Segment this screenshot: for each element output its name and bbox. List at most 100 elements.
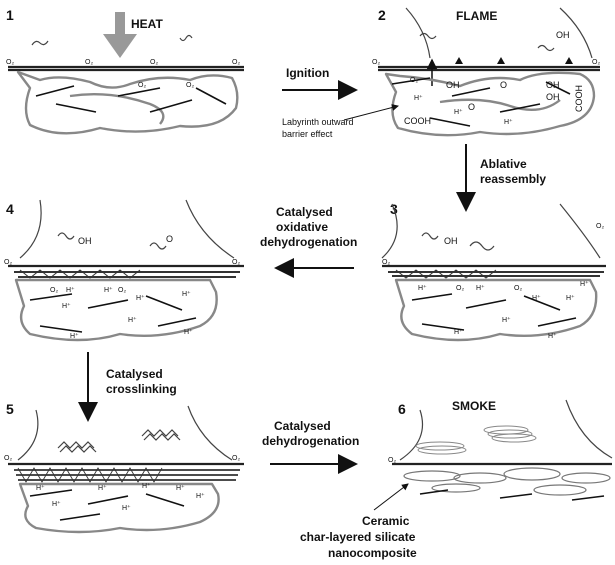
h-plus: H⁺	[70, 332, 79, 340]
o2-label: O₂	[596, 223, 604, 230]
h-plus: H⁺	[184, 328, 193, 336]
volatile-squiggle	[180, 36, 192, 41]
panel-4-number: 4	[6, 201, 14, 217]
h-plus: H⁺	[62, 302, 71, 310]
oh-group: OH	[556, 30, 570, 40]
h-plus: H⁺	[414, 94, 423, 102]
clay-platelet	[524, 296, 560, 310]
panel-4: 4 OH O O₂ O₂ O₂ H⁺ H⁺ O₂ H⁺ H⁺ H⁺ H⁺ H⁺ …	[4, 200, 244, 340]
dehydrogenation-label-line1: Catalysed	[274, 419, 331, 433]
labyrinth-label-line2: barrier effect	[282, 129, 333, 139]
o2-label: O₂	[232, 59, 240, 66]
volatile-squiggle	[58, 233, 74, 239]
oh-group: OH	[446, 80, 460, 90]
silicate-layer	[504, 468, 560, 480]
panel-5-number: 5	[6, 401, 14, 417]
volatile-squiggle	[150, 243, 166, 249]
h-plus: H⁺	[142, 482, 151, 490]
h-plus: H⁺	[196, 492, 205, 500]
oh-group: OH	[546, 92, 560, 102]
clay-platelet	[430, 118, 470, 126]
smoke-outline	[566, 400, 612, 458]
step-dehydrogenation: Catalysed dehydrogenation	[262, 419, 359, 464]
triangle-marker	[565, 57, 573, 64]
oh-group: OH	[546, 80, 560, 90]
clay-platelet	[118, 88, 160, 96]
labyrinth-label-line1: Labyrinth outward	[282, 117, 354, 127]
o2-label: O₂	[50, 287, 58, 294]
o2-label: O₂	[6, 59, 14, 66]
panel-6-number: 6	[398, 401, 406, 417]
h-plus: H⁺	[136, 294, 145, 302]
volatile-squiggle	[470, 242, 494, 250]
clay-platelet	[88, 496, 128, 504]
panel-2: 2 FLAME OH O₂ O₂ OH OH OH O O H⁺ H⁺ H⁺ O…	[282, 7, 600, 139]
o2-label: O₂	[456, 285, 464, 292]
o2-label: O₂	[372, 59, 380, 66]
volatile-squiggle	[422, 233, 438, 239]
crosslinking-label-line2: crosslinking	[106, 382, 177, 396]
flame-label: FLAME	[456, 9, 497, 23]
clay-platelet	[158, 318, 196, 326]
panel-1-number: 1	[6, 7, 14, 23]
o2-label: O₂	[118, 287, 126, 294]
panel-3: 3 OH O₂ O₂ H⁺ O₂ H⁺ O₂ H⁺ H⁺ H⁺ H⁺ H⁺ H⁺	[382, 201, 606, 340]
triangle-marker	[455, 57, 463, 64]
triangle-marker	[497, 57, 505, 64]
flame-outline	[188, 406, 232, 460]
clay-platelet	[36, 86, 74, 96]
o-atom: O	[500, 80, 507, 90]
clay-platelet	[538, 318, 576, 326]
polymer-matrix	[20, 484, 219, 532]
panel-6: 6 SMOKE O₂ Ceramic char-layered silicate…	[300, 399, 612, 560]
heat-label: HEAT	[131, 17, 163, 31]
silicate-layer	[454, 473, 506, 483]
volatile-squiggle	[32, 41, 48, 45]
h-plus: H⁺	[476, 284, 485, 292]
o2-label: O₂	[186, 82, 194, 89]
step-ignition: Ignition	[282, 66, 354, 90]
panel-5: 5 O₂ O₂ H⁺ H⁺ H⁺ H⁺ H⁺ H⁺ H⁺	[4, 401, 244, 532]
clay-platelet	[146, 296, 182, 310]
o-atom: O	[468, 102, 475, 112]
ceramic-label-line2: char-layered silicate	[300, 530, 416, 544]
h-plus: H⁺	[122, 504, 131, 512]
h-plus: H⁺	[580, 280, 589, 288]
h-plus: H⁺	[36, 484, 45, 492]
o2-label: O₂	[138, 82, 146, 89]
pointer-line	[374, 484, 408, 510]
panel-2-number: 2	[378, 7, 386, 23]
h-plus: H⁺	[566, 294, 575, 302]
oxidative-label-line2: oxidative	[276, 220, 328, 234]
ablative-label-line2: reassembly	[480, 172, 546, 186]
oxidative-label-line1: Catalysed	[276, 205, 333, 219]
clay-platelet	[146, 494, 184, 506]
crosslinked-volatile	[58, 442, 96, 452]
h-plus: H⁺	[532, 294, 541, 302]
panel-1: 1 HEAT O₂ O₂ O₂ O₂ O₂ O₂	[6, 7, 244, 133]
h-plus: H⁺	[182, 290, 191, 298]
o2-label: O₂	[382, 259, 390, 266]
silicate-layer	[404, 471, 460, 481]
oxidative-label-line3: dehydrogenation	[260, 235, 357, 249]
clay-platelet	[60, 514, 100, 520]
flame-outline	[406, 8, 430, 58]
o2-label: O₂	[4, 259, 12, 266]
smoke-label: SMOKE	[452, 399, 496, 413]
clay-platelet	[56, 104, 96, 112]
h-plus: H⁺	[66, 286, 75, 294]
crosslinking-label-line1: Catalysed	[106, 367, 163, 381]
ablative-label-line1: Ablative	[480, 157, 527, 171]
volatile-squiggle	[538, 46, 554, 51]
clay-platelet	[88, 300, 128, 308]
polymer-matrix	[18, 72, 237, 133]
o2-label: O₂	[4, 455, 12, 462]
h-plus: H⁺	[176, 484, 185, 492]
clay-platelet	[412, 294, 452, 300]
o2-label: O₂	[410, 77, 418, 84]
char-fragment	[572, 496, 604, 500]
ceramic-label-line1: Ceramic	[362, 514, 410, 528]
silicate-layer	[534, 485, 586, 495]
clay-platelet	[30, 294, 72, 300]
